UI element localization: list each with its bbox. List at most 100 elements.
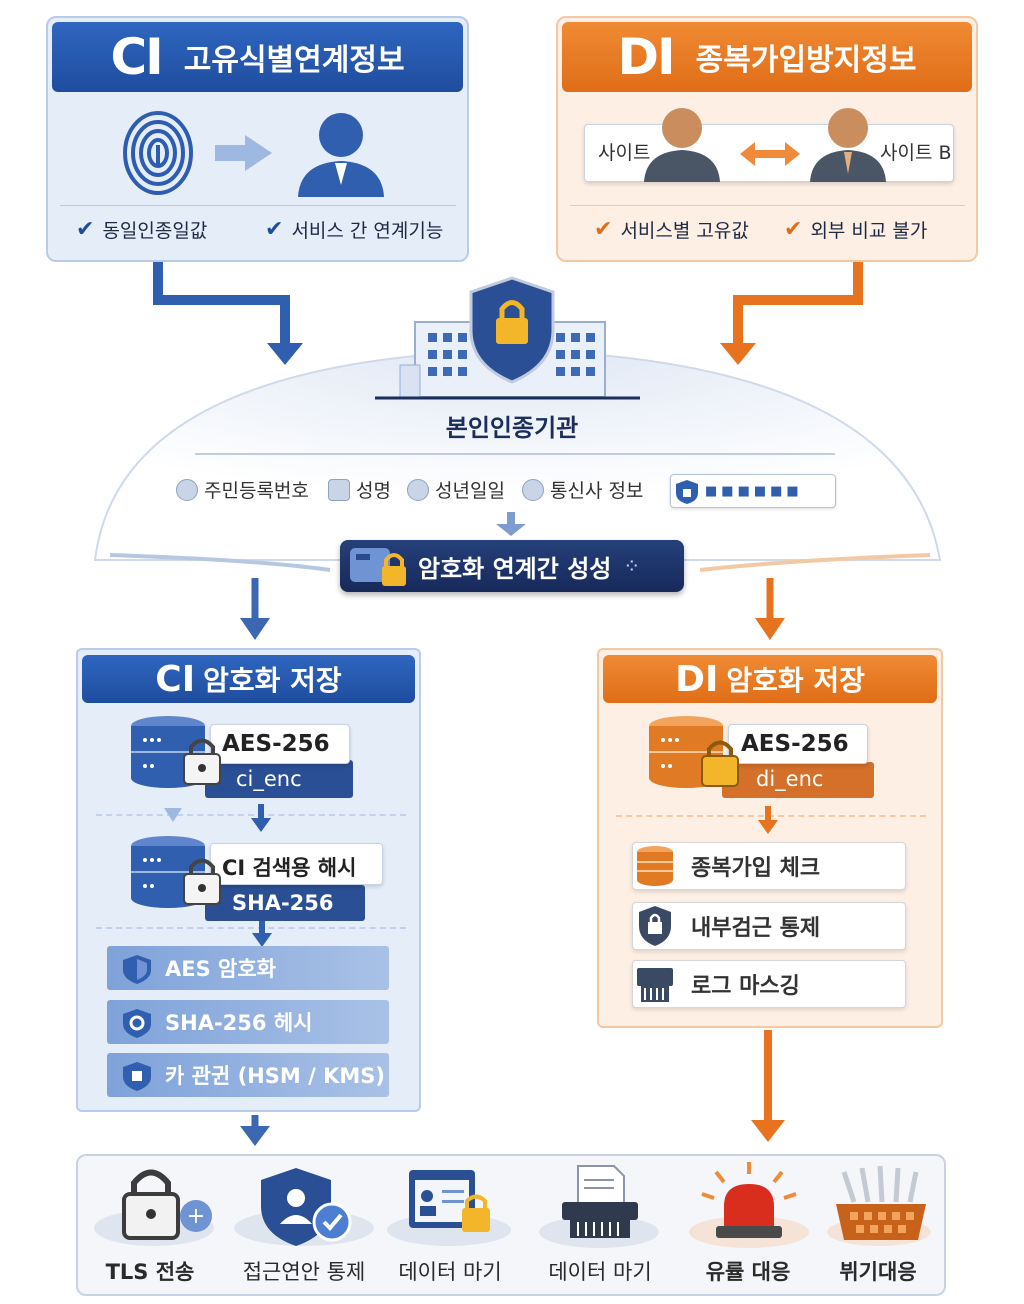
shredder-icon xyxy=(637,968,673,1002)
dots-icon: ⁘ xyxy=(623,554,641,578)
bottom-label-access: 접근연안 통제 xyxy=(242,1260,366,1284)
shield-icon xyxy=(676,480,698,504)
di-storage-title: 암호화 저장 xyxy=(726,664,865,697)
ci-db2-card xyxy=(210,843,383,885)
di-db-algo: AES-256 xyxy=(741,731,849,757)
di-item-log-masking: 로그 마스깅 xyxy=(632,960,906,1008)
database-lock-icon xyxy=(131,836,221,908)
bottom-label-masking-1: 데이터 마기 xyxy=(398,1260,502,1284)
ci-db2-algo: SHA-256 xyxy=(232,891,334,915)
check-icon: ✔ xyxy=(76,217,95,242)
ci-letters: CI xyxy=(110,28,163,86)
di-check-2: ✔ 외부 비교 불가 xyxy=(784,216,927,243)
check-icon: ✔ xyxy=(594,217,613,242)
di-check-label: 서비스별 고유값 xyxy=(620,220,749,242)
ci-item-key: 카 관귄 (HSM / KMS) xyxy=(107,1053,389,1097)
di-db-field: di_enc xyxy=(756,767,824,791)
ci-db1-tag xyxy=(205,760,353,798)
field-label: 주민등록번호 xyxy=(204,480,309,502)
ci-check-label: 서비스 간 연계기능 xyxy=(291,220,444,242)
di-storage-letters: DI xyxy=(675,658,719,700)
di-item-access-control: 내부검근 통제 xyxy=(632,902,906,950)
encrypt-action-pill: 암호화 연계간 성성 ⁘ xyxy=(340,540,684,592)
ci-storage-title: 암호화 저장 xyxy=(203,664,342,697)
id-card-lock-icon xyxy=(387,1170,511,1246)
encrypt-action-label: 암호화 연계간 성성 xyxy=(418,554,612,583)
gear-shield-icon xyxy=(123,1009,151,1038)
shield-lock-icon xyxy=(469,276,555,384)
arrow-right-icon xyxy=(215,135,272,171)
di-item-duplicate-check: 종복가입 체크 xyxy=(632,842,906,890)
bottom-label-incident: 유률 대응 xyxy=(705,1260,791,1284)
ci-storage-banner: CI 암호화 저장 xyxy=(82,655,415,703)
site-a-label: 사이트 xyxy=(598,142,651,164)
di-illustration xyxy=(644,108,886,182)
field-name: 성명 xyxy=(328,476,391,503)
authority-title: 본인인종기관 xyxy=(445,414,579,442)
di-storage-banner: DI 암호화 저장 xyxy=(603,655,937,703)
di-title: 종복가입방지정보 xyxy=(695,43,917,78)
ci-check-label: 동일인종일값 xyxy=(102,220,208,242)
field-resident-number: 주민등록번호 xyxy=(176,476,309,503)
ci-item-label: SHA-256 헤시 xyxy=(165,1011,313,1035)
signal-icon xyxy=(522,478,544,501)
di-banner: DI 종복가입방지정보 xyxy=(562,22,972,92)
card-lock-icon xyxy=(350,548,406,586)
ci-title: 고유식별연계정보 xyxy=(183,43,405,78)
field-label: 성명 xyxy=(356,480,391,502)
bottom-icons: + xyxy=(94,1162,931,1248)
check-icon: ✔ xyxy=(784,217,803,242)
ci-check-1: ✔ 동일인종일값 xyxy=(76,216,207,243)
ci-item-aes: AES 암호화 xyxy=(107,946,389,990)
ci-db1-algo: AES-256 xyxy=(222,731,330,757)
database-lock-icon xyxy=(649,716,739,788)
code-box: ■■■■■■ xyxy=(670,474,836,508)
user-icon xyxy=(644,108,720,182)
ci-db2-label: CI 검색용 해시 xyxy=(222,856,357,880)
calendar-icon xyxy=(407,478,429,501)
field-carrier: 통신사 정보 xyxy=(522,476,643,503)
key-shield-icon xyxy=(123,1062,151,1091)
di-db-tag xyxy=(722,762,874,798)
shredder-icon xyxy=(539,1165,659,1248)
fingerprint-icon xyxy=(123,111,193,195)
di-item-label: 내부검근 통제 xyxy=(691,916,821,941)
di-item-label: 종복가입 체크 xyxy=(691,856,821,881)
ci-item-sha: SHA-256 헤시 xyxy=(107,1000,389,1044)
ci-storage-letters: CI xyxy=(155,658,196,700)
lock-icon: + xyxy=(94,1169,214,1246)
ci-illustration xyxy=(123,111,384,197)
basket-icon xyxy=(827,1165,931,1246)
ci-item-label: AES 암호화 xyxy=(165,957,276,981)
ci-db2-tag xyxy=(205,885,365,921)
check-icon: ✔ xyxy=(265,217,284,242)
bottom-label-disposal: 뷔기대응 xyxy=(839,1260,917,1284)
di-db-card xyxy=(728,724,868,764)
di-check-label: 외부 비교 불가 xyxy=(810,220,928,242)
bottom-label-masking-2: 데이터 마기 xyxy=(548,1260,652,1284)
person-icon xyxy=(328,478,350,501)
lock-shield-icon xyxy=(639,906,671,946)
swap-arrows-icon xyxy=(740,142,800,166)
ci-check-2: ✔ 서비스 간 연계기능 xyxy=(265,216,443,243)
di-check-1: ✔ 서비스별 고유값 xyxy=(594,216,749,243)
id-icon xyxy=(176,478,198,501)
user-icon xyxy=(298,113,384,197)
shield-user-icon xyxy=(234,1168,374,1246)
code-value: ■■■■■■ xyxy=(705,483,803,499)
di-letters: DI xyxy=(617,28,676,86)
down-arrows xyxy=(164,804,271,832)
field-label: 성년일일 xyxy=(435,480,505,502)
siren-icon xyxy=(689,1162,809,1248)
database-lock-icon xyxy=(131,716,221,788)
field-birthdate: 성년일일 xyxy=(407,476,505,503)
svg-text:+: + xyxy=(187,1204,205,1229)
ci-item-label: 카 관귄 (HSM / KMS) xyxy=(165,1064,385,1088)
ci-db1-card xyxy=(210,724,350,764)
database-stack-icon xyxy=(637,846,673,886)
ci-db1-field: ci_enc xyxy=(236,767,302,791)
field-label: 통신사 정보 xyxy=(550,480,644,502)
user-icon xyxy=(810,108,886,182)
shield-icon xyxy=(123,955,151,984)
ci-banner: CI 고유식별연계정보 xyxy=(52,22,463,92)
